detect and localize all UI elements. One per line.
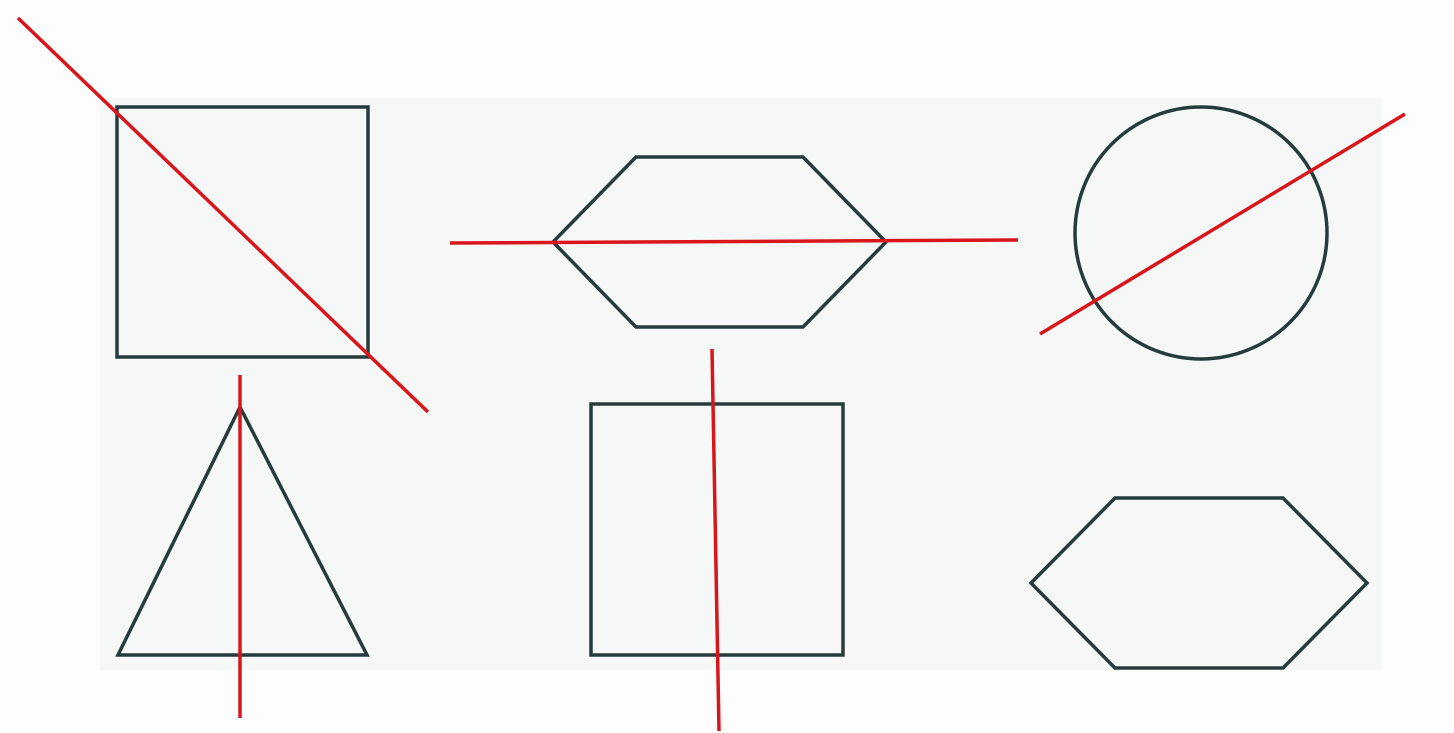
- hexagon-shape: [1028, 496, 1370, 670]
- diagonal-symmetry-line: [1039, 112, 1406, 336]
- figure-hexagon-plain: [1028, 496, 1370, 670]
- vertical-symmetry-line: [710, 348, 721, 732]
- figure-square-diagonal: [16, 16, 430, 414]
- square-shape: [115, 105, 370, 359]
- figure-hexagon-horizontal: [449, 155, 1019, 329]
- triangle-shape: [115, 403, 370, 657]
- horizontal-symmetry-line: [449, 238, 1019, 245]
- figure-circle-diagonal: [1039, 105, 1406, 361]
- circle-shape: [1073, 105, 1329, 361]
- figure-triangle-vertical: [115, 375, 370, 718]
- diagram-panel: [100, 98, 1382, 670]
- figure-square-vertical: [589, 348, 845, 732]
- diagonal-symmetry-line: [16, 16, 430, 414]
